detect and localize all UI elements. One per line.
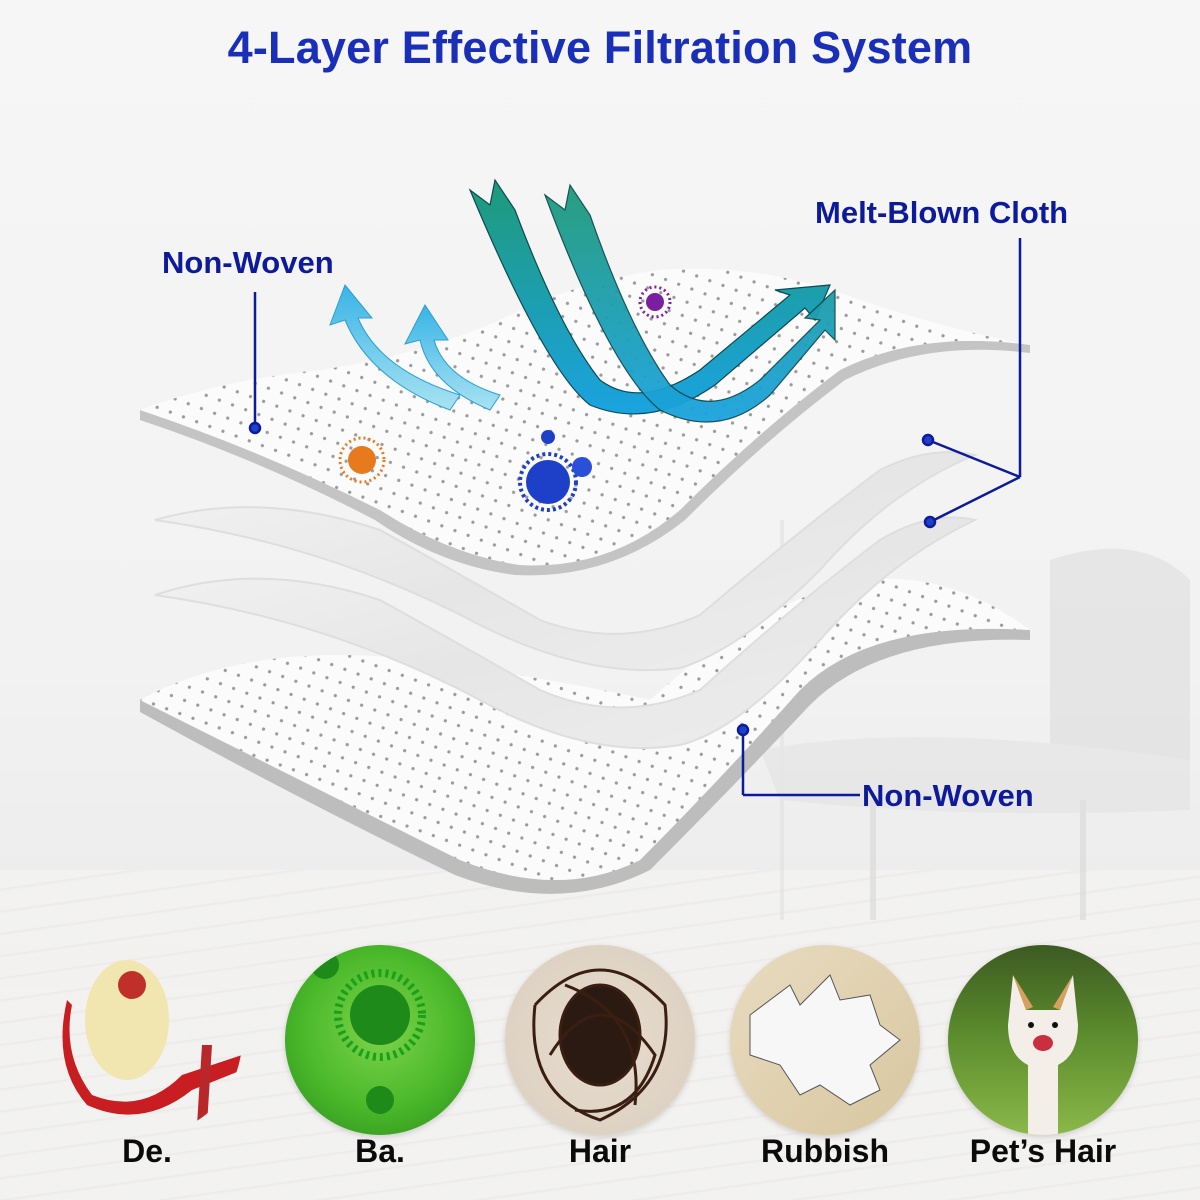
contaminant-pet-hair: Pet’s Hair (948, 945, 1168, 1200)
filtered-air-arrows (329, 284, 501, 411)
orange-germ-icon (338, 436, 386, 484)
rubbish-icon (730, 945, 920, 1135)
blue-virus-icon (518, 430, 592, 512)
pet-hair-icon (948, 945, 1138, 1135)
bacteria-icon (285, 945, 475, 1135)
contaminant-dander: De. (52, 945, 272, 1200)
contaminant-bacteria: Ba. (285, 945, 505, 1200)
hair-icon (505, 945, 695, 1135)
layer-melt-blown-2 (154, 516, 979, 749)
purple-bacteria-icon (638, 285, 672, 319)
chair-background (760, 520, 1190, 920)
layer-melt-blown-1 (154, 451, 979, 672)
contaminant-rubbish: Rubbish (730, 945, 950, 1200)
contaminants-row: De. Ba. Hair (0, 945, 1200, 1200)
contaminant-hair: Hair (505, 945, 725, 1200)
label-melt-blown-cloth: Melt-Blown Cloth (815, 195, 1069, 230)
dander-peel-icon (52, 945, 242, 1135)
label-bottom-non-woven: Non-Woven (862, 778, 1034, 813)
incoming-air-ribbons (468, 178, 836, 423)
leader-lines (248, 238, 1022, 797)
page-title: 4-Layer Effective Filtration System (227, 22, 973, 73)
label-top-non-woven: Non-Woven (162, 245, 334, 280)
